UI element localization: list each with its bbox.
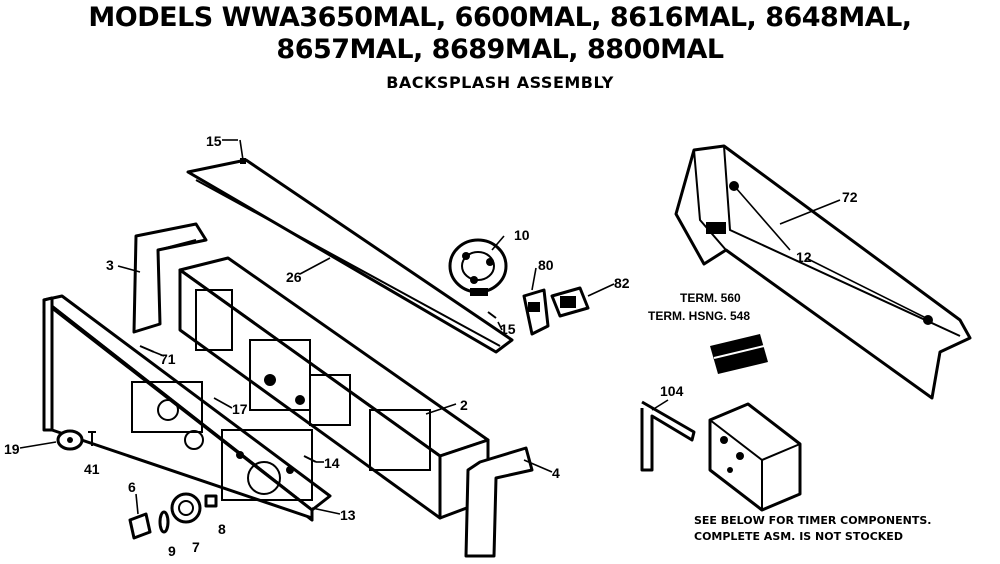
part-41-screw — [88, 431, 96, 446]
part-80-switch-bracket — [522, 288, 550, 336]
callout-19: 19 — [4, 441, 20, 457]
part-19-knob — [56, 429, 84, 451]
part-4-right-end-cap — [464, 446, 534, 558]
part-13-control-bezel — [42, 294, 332, 522]
callout-2: 2 — [460, 397, 468, 413]
callout-26: 26 — [286, 269, 302, 285]
diagram-subtitle: BACKSPLASH ASSEMBLY — [386, 73, 614, 92]
leader-lines — [19, 139, 927, 515]
terminal-block — [710, 334, 768, 374]
callout-8: 8 — [218, 521, 226, 537]
callout-10: 10 — [514, 227, 530, 243]
callout-12: 12 — [796, 249, 812, 265]
callout-72: 72 — [842, 189, 858, 205]
timer-note-line-1: SEE BELOW FOR TIMER COMPONENTS. — [694, 514, 931, 527]
part-71-screw — [139, 345, 155, 353]
callout-82: 82 — [614, 275, 630, 291]
part-8-clip — [204, 494, 218, 508]
callout-3: 3 — [106, 257, 114, 273]
callout-14: 14 — [324, 455, 340, 471]
callout-4: 4 — [552, 465, 560, 481]
part-6-knob — [128, 512, 152, 540]
terminal-label-560: TERM. 560 — [680, 291, 741, 305]
timer-assembly — [708, 402, 802, 512]
callout-15-mid: 15 — [500, 321, 516, 337]
callout-13: 13 — [340, 507, 356, 523]
callout-104: 104 — [660, 383, 684, 399]
part-72-rear-cover — [674, 144, 972, 400]
callout-80: 80 — [538, 257, 554, 273]
part-15-mid-screw — [487, 311, 497, 319]
part-7-dial-knob — [170, 492, 202, 524]
callout-15-top: 15 — [206, 133, 222, 149]
callout-71: 71 — [160, 351, 176, 367]
part-14-screw — [303, 455, 317, 463]
part-104-harness-bracket — [640, 400, 696, 472]
callout-17: 17 — [232, 401, 248, 417]
callout-9: 9 — [168, 543, 176, 559]
callout-41: 41 — [84, 461, 100, 477]
terminal-housing-label-548: TERM. HSNG. 548 — [648, 309, 750, 323]
part-82-switch — [550, 286, 590, 318]
part-26-top-trim — [186, 139, 514, 354]
part-10-timer-dial — [448, 238, 508, 296]
callout-7: 7 — [192, 539, 200, 555]
callout-6: 6 — [128, 479, 136, 495]
diagram-title-line-2: 8657MAL, 8689MAL, 8800MAL — [276, 34, 724, 65]
timer-note-line-2: COMPLETE ASM. IS NOT STOCKED — [694, 530, 903, 543]
diagram-title-line-1: MODELS WWA3650MAL, 6600MAL, 8616MAL, 864… — [88, 2, 912, 33]
part-9-spring — [158, 510, 170, 534]
part-3-left-end-cap — [132, 222, 208, 334]
